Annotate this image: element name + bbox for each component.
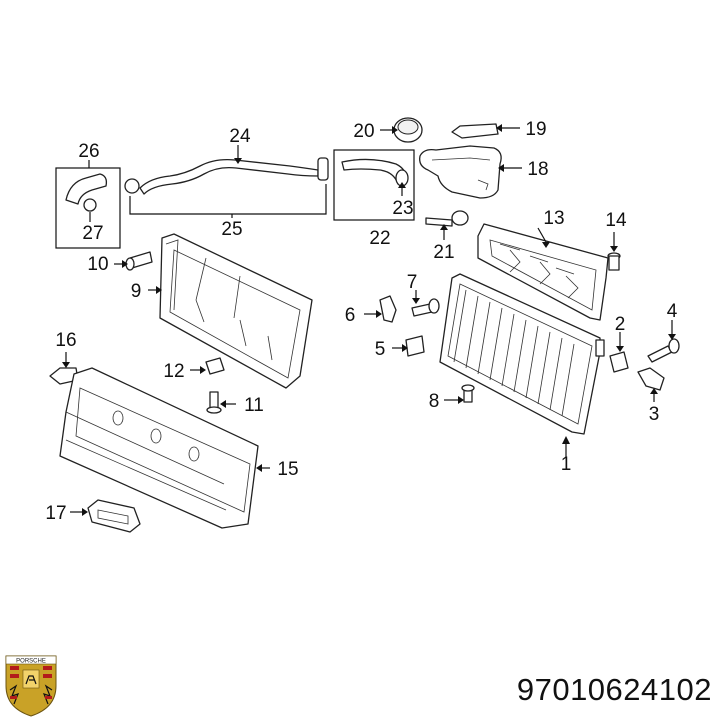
- callout-23: 23: [392, 198, 413, 219]
- callout-9: 9: [131, 281, 142, 302]
- nut-12: [190, 357, 225, 375]
- mount-5: [392, 335, 425, 357]
- upper-hose-box: [333, 149, 415, 221]
- bolt-4: [647, 320, 680, 363]
- bolt-7: [411, 290, 440, 317]
- callout-14: 14: [605, 210, 627, 231]
- upper-radiator-bracket: [477, 223, 609, 321]
- callout-7: 7: [407, 272, 418, 293]
- callout-10: 10: [87, 254, 108, 275]
- part-number: 97010624102: [516, 672, 712, 707]
- callout-19: 19: [525, 119, 546, 140]
- level-sensor: [451, 123, 520, 139]
- callout-21: 21: [433, 242, 454, 263]
- callout-5: 5: [375, 339, 386, 360]
- clip-10: [114, 251, 153, 271]
- porsche-crest-logo: PORSCHE: [5, 655, 57, 717]
- expansion-tank-cap: [380, 117, 423, 143]
- callout-25: 25: [221, 219, 242, 240]
- callout-18: 18: [527, 159, 548, 180]
- callout-11: 11: [244, 395, 264, 416]
- callout-26: 26: [78, 141, 99, 162]
- callout-24: 24: [229, 126, 251, 147]
- callout-8: 8: [429, 391, 440, 412]
- expansion-tank: [419, 145, 522, 199]
- mount-bracket-3: [637, 367, 665, 402]
- bleed-hose: [425, 210, 469, 240]
- callout-16: 16: [55, 330, 76, 351]
- callout-4: 4: [667, 301, 678, 322]
- callout-17: 17: [45, 503, 66, 524]
- radiator-support-frame: [148, 233, 313, 389]
- bolt-8: [444, 384, 475, 404]
- seal-17: [70, 499, 141, 533]
- callout-13: 13: [543, 208, 564, 229]
- callout-15: 15: [277, 459, 298, 480]
- logo-text: PORSCHE: [16, 659, 46, 665]
- bolt-11: [206, 391, 236, 414]
- bolt-14: [607, 232, 621, 271]
- radiator: [439, 273, 605, 458]
- callout-3: 3: [649, 404, 660, 425]
- insulator-2: [609, 332, 629, 373]
- callout-22: 22: [369, 228, 390, 249]
- callout-2: 2: [615, 314, 626, 335]
- callout-27: 27: [82, 223, 103, 244]
- air-duct-panel: [59, 367, 270, 529]
- callout-1: 1: [561, 454, 572, 475]
- hose-kit-box: [55, 160, 121, 249]
- coolant-hose: [124, 145, 329, 218]
- callout-12: 12: [163, 361, 184, 382]
- bracket-6: [364, 295, 397, 323]
- callout-6: 6: [345, 305, 356, 326]
- callout-20: 20: [353, 121, 374, 142]
